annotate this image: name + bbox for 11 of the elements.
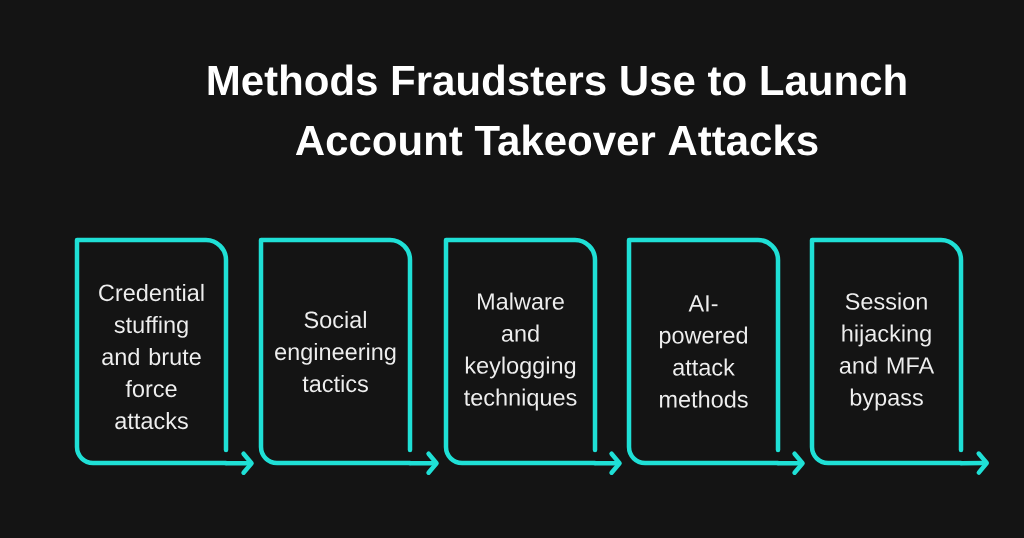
step-box: Social engineering tactics [258, 237, 413, 466]
arrow [592, 451, 622, 475]
arrow [407, 451, 439, 475]
step-box: Malware and keylogging techniques [443, 237, 598, 466]
arrow [223, 451, 254, 475]
step-box: AI-powered attack methods [626, 237, 781, 466]
step-box: Session hijacking and MFA bypass [809, 237, 964, 466]
arrow [775, 451, 805, 475]
arrow [958, 451, 989, 475]
title: Methods Fraudsters Use to Launch Account Takeover Attacks [208, 64, 906, 156]
step-box: Credential stuffing and brute force attacks [74, 237, 229, 466]
